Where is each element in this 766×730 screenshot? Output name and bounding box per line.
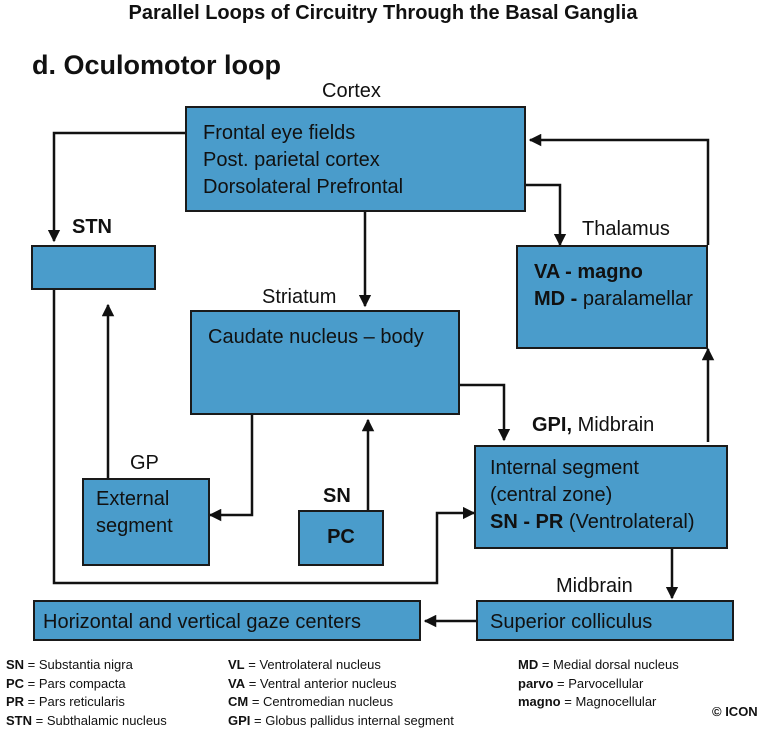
arrow-caudate-to-gpi — [460, 385, 504, 440]
cortex-line-2: Post. parietal cortex — [203, 147, 524, 174]
internal-line-2: (central zone) — [490, 482, 726, 509]
gpi-label: GPI, — [532, 414, 572, 436]
pc-box: PC — [298, 510, 384, 566]
cortex-box: Frontal eye fields Post. parietal cortex… — [185, 106, 526, 212]
legend-item-magno: magno = Magnocellular — [518, 693, 679, 712]
gp-label: GP — [130, 452, 159, 475]
internal-segment-box: Internal segment (central zone) SN - PR … — [474, 445, 728, 549]
legend-item-va: VA = Ventral anterior nucleus — [228, 675, 454, 694]
sn-pr-abbrev: SN - PR — [490, 511, 563, 533]
legend-column-3: MD = Medial dorsal nucleus parvo = Parvo… — [518, 656, 679, 712]
thalamus-box: VA - magno MD - paralamellar — [516, 245, 708, 349]
pc-text: PC — [300, 524, 382, 551]
caudate-box: Caudate nucleus – body — [190, 310, 460, 415]
internal-line-3: SN - PR (Ventrolateral) — [490, 509, 726, 536]
gaze-centers-box: Horizontal and vertical gaze centers — [33, 600, 421, 641]
legend-item-md: MD = Medial dorsal nucleus — [518, 656, 679, 675]
legend-item-vl: VL = Ventrolateral nucleus — [228, 656, 454, 675]
legend-column-1: SN = Substantia nigra PC = Pars compacta… — [6, 656, 167, 730]
legend-item-pc: PC = Pars compacta — [6, 675, 167, 694]
superior-text: Superior colliculus — [490, 609, 732, 636]
midbrain-label: Midbrain — [556, 575, 633, 598]
legend-item-gpi: GPI = Globus pallidus internal segment — [228, 712, 454, 730]
ventrolateral-text: (Ventrolateral) — [563, 511, 694, 533]
legend-item-cm: CM = Centromedian nucleus — [228, 693, 454, 712]
caudate-text: Caudate nucleus – body — [208, 324, 458, 351]
striatum-label: Striatum — [262, 286, 336, 309]
external-line-1: External — [96, 486, 208, 513]
thalamus-line-2: MD - paralamellar — [534, 286, 706, 313]
superior-colliculus-box: Superior colliculus — [476, 600, 734, 641]
sn-label: SN — [323, 485, 351, 508]
cortex-line-3: Dorsolateral Prefrontal — [203, 174, 524, 201]
external-line-2: segment — [96, 513, 208, 540]
legend-item-pr: PR = Pars reticularis — [6, 693, 167, 712]
legend-item-sn: SN = Substantia nigra — [6, 656, 167, 675]
external-segment-box: External segment — [82, 478, 210, 566]
cortex-label: Cortex — [322, 80, 381, 103]
stn-box — [31, 245, 156, 290]
arrow-caudate-to-gp — [210, 415, 252, 515]
legend-column-2: VL = Ventrolateral nucleus VA = Ventral … — [228, 656, 454, 730]
gpi-midbrain-label: GPI, Midbrain — [532, 414, 654, 437]
legend-item-stn: STN = Subthalamic nucleus — [6, 712, 167, 730]
md-abbrev: MD - — [534, 288, 577, 310]
thalamus-label: Thalamus — [582, 218, 670, 241]
thalamus-line-1: VA - magno — [534, 259, 706, 286]
cortex-line-1: Frontal eye fields — [203, 120, 524, 147]
midbrain-upper-label: Midbrain — [572, 414, 654, 436]
legend-item-parvo: parvo = Parvocellular — [518, 675, 679, 694]
copyright-logo: © ICON — [712, 704, 758, 719]
paralamellar-text: paralamellar — [577, 288, 693, 310]
stn-label: STN — [72, 216, 112, 239]
gaze-text: Horizontal and vertical gaze centers — [43, 609, 419, 636]
internal-line-1: Internal segment — [490, 455, 726, 482]
arrow-cortex-to-thalamus — [526, 185, 560, 245]
